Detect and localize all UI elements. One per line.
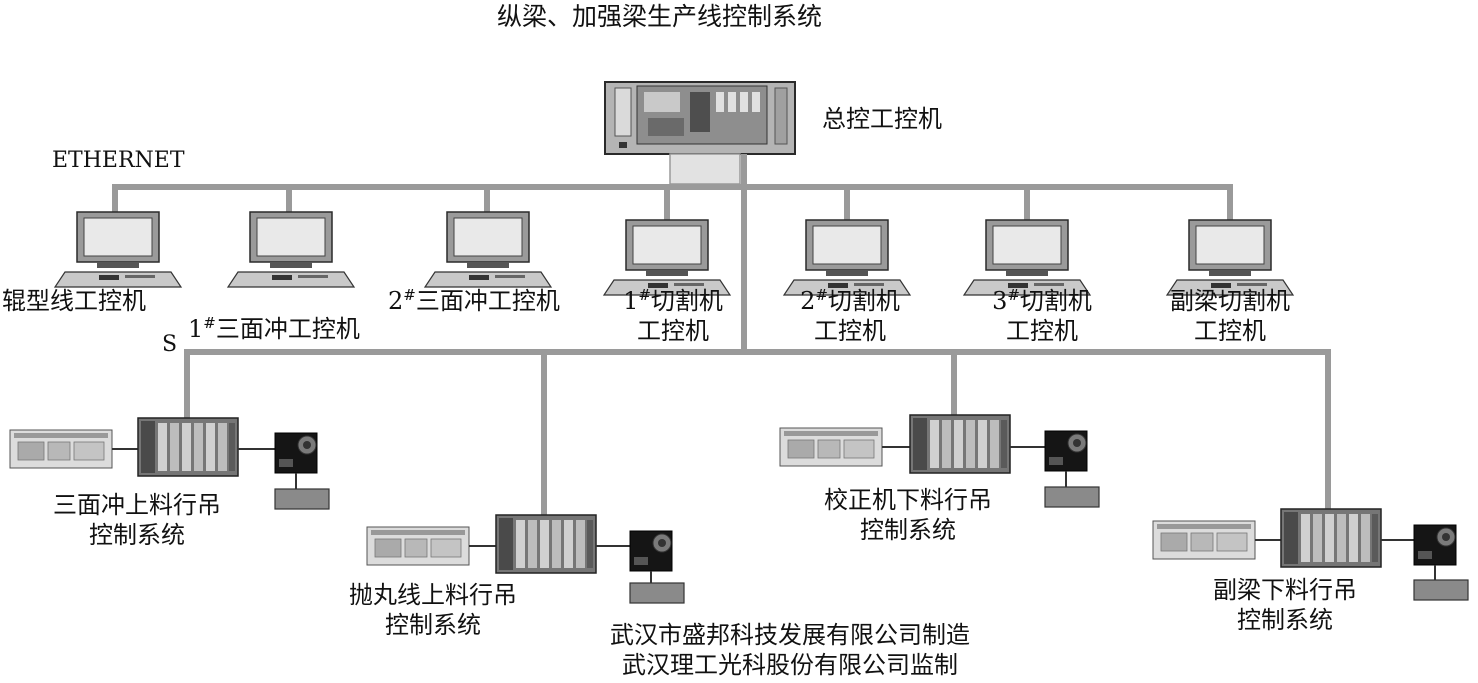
fieldbus-s-label: S (162, 332, 178, 357)
plc-label-3: 校正机下料行吊 控制系统 (824, 486, 992, 544)
hmi-panel-icon (9, 429, 113, 469)
plc-rack-icon (137, 417, 239, 477)
diagram-title: 纵梁、加强梁生产线控制系统 (497, 2, 823, 31)
workstation-label-3: 2#三面冲工控机 (388, 286, 560, 315)
servo-drive-icon (629, 530, 673, 572)
trunk-line (741, 154, 747, 353)
plc-rack-icon (495, 514, 597, 574)
fieldbus (184, 349, 1331, 519)
plc-rack-icon (1280, 508, 1382, 568)
servo-drive-icon (1044, 430, 1088, 472)
supervisor-credit: 武汉理工光科股份有限公司监制 (622, 651, 958, 679)
plc-label-1: 三面冲上料行吊 控制系统 (53, 491, 221, 549)
plc-group-1 (9, 417, 330, 510)
motor-box-icon (1044, 486, 1100, 508)
plc-group-2 (366, 514, 685, 604)
workstation-pc-icon (54, 211, 182, 288)
workstation-label-1: 辊型线工控机 (2, 287, 146, 315)
master-label: 总控工控机 (822, 105, 942, 133)
plc-label-2: 抛丸线上料行吊 控制系统 (349, 581, 517, 639)
workstation-pc-icon (227, 211, 355, 288)
ethernet-bus (112, 184, 1233, 222)
motor-box-icon (1413, 579, 1469, 601)
hmi-panel-icon (366, 526, 470, 566)
servo-drive-icon (1413, 524, 1457, 566)
plc-group-4 (1152, 508, 1469, 601)
workstation-label-5: 2#切割机 工控机 (800, 286, 900, 345)
master-control-computer-icon (604, 81, 796, 155)
workstation-pc-icon (603, 219, 731, 296)
plc-group-3 (779, 414, 1100, 508)
workstation-pc-icon (783, 219, 911, 296)
hmi-panel-icon (779, 427, 883, 467)
servo-drive-icon (274, 432, 318, 474)
workstation-label-7: 副梁切割机 工控机 (1170, 287, 1290, 345)
hmi-panel-icon (1152, 520, 1256, 560)
motor-box-icon (274, 488, 330, 510)
manufacturer-credit: 武汉市盛邦科技发展有限公司制造 (610, 621, 970, 649)
plc-label-4: 副梁下料行吊 控制系统 (1213, 576, 1357, 634)
workstation-label-4: 1#切割机 工控机 (623, 286, 723, 345)
workstation-pc-icon (963, 219, 1091, 296)
ethernet-label: ETHERNET (52, 148, 185, 173)
workstation-label-2: 1#三面冲工控机 (188, 314, 360, 343)
workstation-pc-icon (1166, 219, 1294, 296)
workstation-pc-icon (424, 211, 552, 288)
plc-rack-icon (909, 414, 1011, 474)
credits: 武汉市盛邦科技发展有限公司制造 武汉理工光科股份有限公司监制 (560, 620, 1020, 680)
workstation-label-6: 3#切割机 工控机 (992, 286, 1092, 345)
motor-box-icon (629, 582, 685, 604)
